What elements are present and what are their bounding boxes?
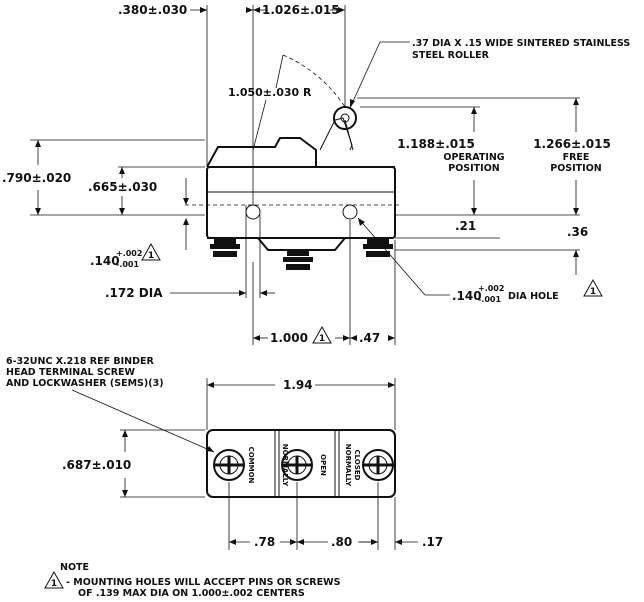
terminal-block	[206, 429, 396, 498]
left-hole-tol-top: +.002	[116, 249, 142, 258]
mounting-hole-left	[245, 204, 261, 220]
note-flag-icon: 1	[141, 242, 161, 261]
dim-687: .687±.010	[62, 458, 131, 472]
terminal-nc-label-1: NORMALLY	[344, 444, 352, 487]
operating-label-1: OPERATING	[443, 152, 504, 163]
dim-1000: 1.000	[270, 331, 308, 345]
svg-text:1: 1	[148, 251, 154, 261]
terminal-screw-center	[283, 250, 313, 270]
dim-665: .665±.030	[88, 180, 157, 194]
screw-callout-line1: 6-32UNC X.218 REF BINDER	[6, 356, 154, 367]
screw-callout-line3: AND LOCKWASHER (SEMS)(3)	[6, 378, 164, 389]
free-label-2: POSITION	[550, 163, 602, 174]
svg-text:1: 1	[590, 287, 596, 297]
mounting-hole-right	[342, 204, 358, 220]
svg-text:1: 1	[319, 334, 325, 344]
dim-36: .36	[567, 225, 588, 239]
dim-free-position: 1.266±.015	[533, 137, 611, 151]
dim-80: .80	[331, 535, 352, 549]
screw-callout-line2: HEAD TERMINAL SCREW	[6, 367, 136, 378]
terminal-nc-label-2: CLOSED	[353, 450, 361, 481]
left-hole-tol-bot: -.001	[116, 260, 139, 269]
roller	[333, 106, 357, 130]
screw-head-normally-open	[281, 449, 313, 481]
note-line1: - MOUNTING HOLES WILL ACCEPT PINS OR SCR…	[66, 577, 341, 588]
right-hole-tol-bot: -.001	[478, 295, 501, 304]
dim-operating-position: 1.188±.015	[397, 137, 475, 151]
right-hole-dia: .140	[452, 289, 482, 303]
right-hole-suffix: DIA HOLE	[508, 291, 559, 302]
dim-194: 1.94	[283, 378, 313, 392]
note-flag-icon: 1	[44, 570, 64, 589]
note-title: NOTE	[60, 562, 89, 573]
note-flag-icon: 1	[583, 278, 603, 297]
screw-head-normally-closed	[362, 449, 394, 481]
roller-callout-line2: STEEL ROLLER	[412, 50, 490, 61]
note-line2: OF .139 MAX DIA ON 1.000±.002 CENTERS	[78, 588, 305, 599]
dim-17: .17	[422, 535, 443, 549]
operating-label-2: POSITION	[448, 163, 500, 174]
terminal-no-label-1: NORMALLY	[281, 444, 289, 487]
dim-21: .21	[455, 219, 476, 233]
roller-callout-line1: .37 DIA X .15 WIDE SINTERED STAINLESS	[412, 38, 630, 49]
dim-78: .78	[254, 535, 275, 549]
dim-top-left: .380±.030	[118, 3, 187, 17]
svg-text:1: 1	[51, 579, 57, 589]
dim-790: .790±.020	[2, 171, 71, 185]
terminal-no-label-2: OPEN	[319, 454, 327, 476]
left-hole-dia: .140	[90, 254, 120, 268]
note-flag-icon: 1	[312, 325, 332, 344]
terminal-common-label: COMMON	[247, 447, 255, 484]
free-label-1: FREE	[563, 152, 590, 163]
screw-head-common	[213, 449, 245, 481]
dim-172-dia: .172 DIA	[105, 286, 163, 300]
switch-body	[206, 117, 396, 251]
dim-radius: 1.050±.030 R	[228, 86, 312, 99]
dim-47: .47	[359, 331, 380, 345]
dim-top-right: 1.026±.015	[262, 3, 340, 17]
terminal-screw-left	[210, 238, 240, 257]
right-hole-tol-top: +.002	[478, 284, 504, 293]
